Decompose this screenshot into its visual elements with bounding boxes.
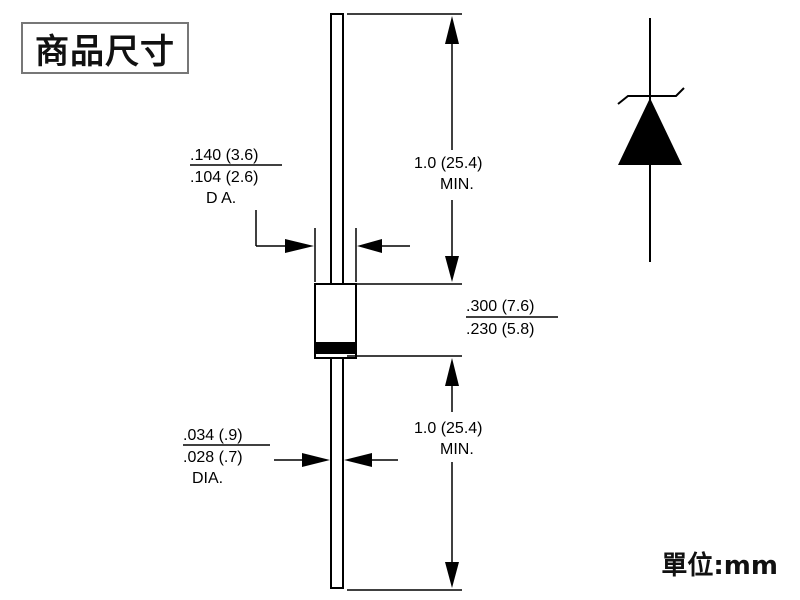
cathode-band bbox=[316, 342, 355, 354]
arrow-left-lead-dia bbox=[344, 453, 372, 467]
body-length-max: .300 (7.6) bbox=[466, 298, 534, 315]
page-title: 商品尺寸 bbox=[21, 22, 189, 74]
lead-length-top-dimension bbox=[347, 13, 462, 285]
lead-length-bottom-min: MIN. bbox=[440, 441, 474, 458]
lead-length-bottom-dimension bbox=[347, 355, 462, 591]
body-diameter-suffix: D A. bbox=[206, 190, 236, 207]
arrow-down-bottom bbox=[445, 562, 459, 588]
body-length-min: .230 (5.8) bbox=[466, 321, 534, 338]
body-diameter-min: .104 (2.6) bbox=[190, 169, 258, 186]
lead-diameter-max: .034 (.9) bbox=[183, 427, 243, 444]
lead-diameter-suffix: DIA. bbox=[192, 470, 223, 487]
lead-length-bottom-value: 1.0 (25.4) bbox=[414, 420, 482, 437]
body-diameter-max: .140 (3.6) bbox=[190, 147, 258, 164]
zener-diode-symbol bbox=[617, 18, 685, 262]
arrow-down-top bbox=[445, 256, 459, 282]
arrow-left-body-dia bbox=[357, 239, 382, 253]
arrow-right-body-dia bbox=[285, 239, 314, 253]
lead-length-top-min: MIN. bbox=[440, 176, 474, 193]
lead-length-top-value: 1.0 (25.4) bbox=[414, 155, 482, 172]
unit-label: 單位:mm bbox=[661, 551, 778, 581]
body-diameter-leaders bbox=[255, 210, 410, 282]
component-lead-top bbox=[330, 13, 344, 287]
lead-diameter-min: .028 (.7) bbox=[183, 449, 243, 466]
arrow-right-lead-dia bbox=[302, 453, 330, 467]
arrow-up-top bbox=[445, 16, 459, 44]
component-lead-bottom bbox=[330, 355, 344, 589]
arrow-up-bottom bbox=[445, 358, 459, 386]
